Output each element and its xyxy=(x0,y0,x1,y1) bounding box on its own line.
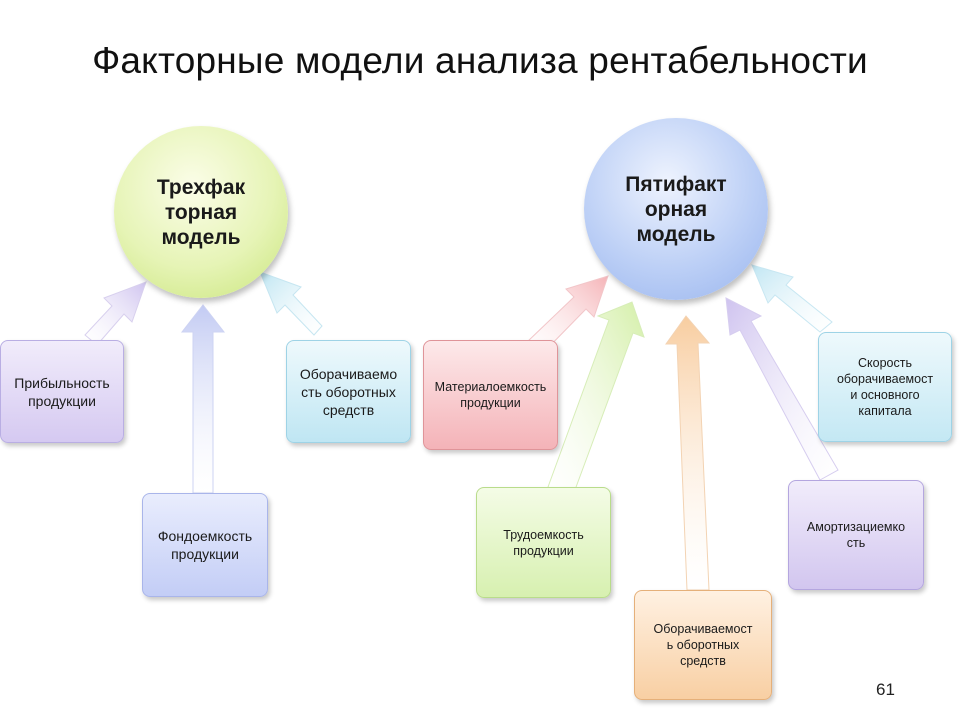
factor-material-intensity-box: Материалоемкость продукции xyxy=(423,340,558,450)
factor-capital-turnover-speed-box: Скорость оборачиваемост и основного капи… xyxy=(818,332,952,442)
factor-fixed-asset-intensity-box: Фондоемкость продукции xyxy=(142,493,268,597)
arrow-working-capital-left xyxy=(259,271,323,336)
factor-depreciation-intensity-box: Амортизациемко сть xyxy=(788,480,924,590)
three-factor-model-circle: Трехфак торная модель xyxy=(114,126,288,298)
factor-labor-intensity-box: Трудоемкость продукции xyxy=(476,487,611,598)
three-factor-label-line-3: модель xyxy=(161,225,241,249)
arrow-working-capital-right xyxy=(665,315,711,591)
three-factor-label-line-1: Трехфак xyxy=(156,175,246,199)
factor-working-capital-turnover-5f-box: Оборачиваемост ь оборотных средств xyxy=(634,590,772,700)
three-factor-label-line-2: торная xyxy=(164,200,238,224)
arrow-profitability xyxy=(84,281,147,346)
slide-title: Факторные модели анализа рентабельности xyxy=(92,40,868,81)
factor-working-capital-turnover-box: Оборачиваемо сть оборотных средств xyxy=(286,340,411,443)
arrow-labor xyxy=(547,301,645,499)
five-factor-label-line-3: модель xyxy=(636,222,716,246)
arrow-fixed-assets xyxy=(180,304,226,494)
five-factor-label-line-2: орная xyxy=(644,197,708,221)
page-number: 61 xyxy=(876,680,895,699)
five-factor-label-line-1: Пятифакт xyxy=(625,172,727,196)
factor-profitability-box: Прибыльность продукции xyxy=(0,340,124,443)
arrow-capital-turnover xyxy=(751,264,833,333)
five-factor-model-circle: Пятифакт орная модель xyxy=(584,118,768,300)
arrow-depreciation xyxy=(725,297,839,481)
